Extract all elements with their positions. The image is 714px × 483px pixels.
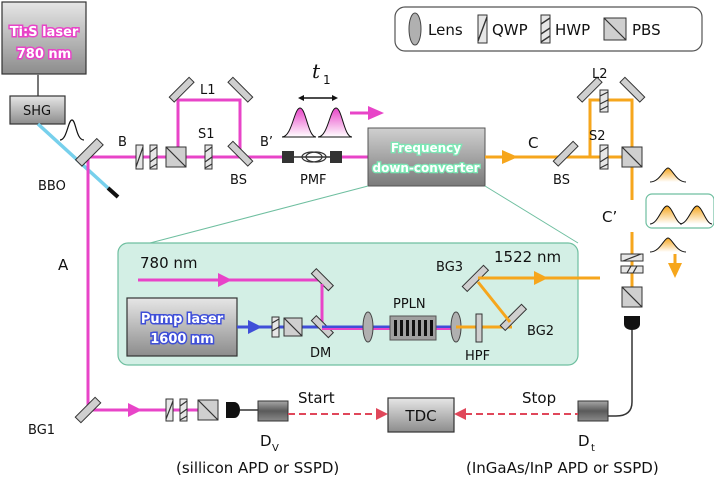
label-PPLN: PPLN	[393, 297, 426, 312]
label-DM: DM	[310, 346, 331, 361]
bbo-label: BBO	[38, 179, 66, 194]
pbs-b	[165, 146, 187, 168]
fiber-coupler-c	[624, 316, 640, 330]
lens-inset-1	[362, 311, 374, 343]
detector-dv	[257, 400, 289, 422]
grating-bg2	[499, 303, 528, 332]
tdc-box: TDC	[387, 397, 455, 433]
ppln-crystal	[389, 315, 437, 341]
legend: Lens QWP HWP PBS	[394, 6, 703, 52]
pmf-fiber	[282, 151, 342, 163]
label-S2: S2	[589, 129, 606, 144]
pbs-a	[197, 399, 219, 421]
dt-subscript: t	[591, 443, 595, 454]
mirror-l2-right	[619, 76, 646, 103]
t1-symbol: t	[312, 59, 321, 83]
label-BG1: BG1	[28, 423, 55, 438]
label-Cprime: C’	[602, 208, 617, 226]
legend-hwp-label: HWP	[555, 21, 590, 39]
pbs-pump	[283, 317, 303, 337]
shg-label: SHG	[23, 104, 51, 119]
hwp-icon	[540, 14, 551, 44]
dt-description: (InGaAs/InP APD or SSPD)	[466, 459, 659, 477]
shg-box: SHG	[9, 95, 66, 125]
label-BG3: BG3	[436, 260, 463, 275]
label-C: C	[528, 134, 538, 152]
label-BS2: BS	[553, 173, 570, 188]
hpf-filter	[475, 313, 483, 343]
hwp-s1	[204, 144, 213, 170]
fiber-coupler-a	[226, 402, 240, 418]
qwp-cp	[620, 253, 644, 262]
mirror-l1-right	[227, 76, 254, 103]
hwp-a	[179, 398, 188, 422]
label-L1: L1	[200, 83, 216, 98]
t1-subscript: 1	[323, 73, 331, 87]
label-A: A	[58, 256, 69, 274]
hwp-pump	[271, 316, 280, 338]
label-Bprime: B’	[260, 135, 273, 150]
frequency-down-converter: Frequency down-converter	[367, 127, 486, 187]
bs-2	[552, 140, 579, 167]
label-S1: S1	[198, 127, 215, 142]
label-PMF: PMF	[300, 173, 327, 188]
pump-laser-box: Pump laser 1600 nm	[126, 297, 238, 357]
pump-laser-line1: Pump laser	[141, 312, 224, 327]
mirror-dm-top	[310, 267, 335, 292]
label-HPF: HPF	[465, 349, 490, 364]
label-BG2: BG2	[527, 324, 554, 339]
label-L2: L2	[592, 67, 608, 82]
pulse-orange-1	[649, 167, 687, 183]
detector-dt	[577, 400, 609, 422]
tis-laser-line1: Ti:S laser	[10, 25, 79, 40]
dv-label: D	[260, 432, 272, 450]
pump-laser-line2: 1600 nm	[150, 332, 214, 347]
grating-bg3	[461, 264, 490, 293]
inset-output-wavelength: 1522 nm	[494, 248, 561, 266]
tdc-label: TDC	[404, 407, 436, 425]
start-label: Start	[298, 389, 335, 407]
tis-laser-line2: 780 nm	[17, 47, 71, 62]
mirror-l1-left	[168, 76, 195, 103]
mirror-l2-left	[576, 76, 603, 103]
dt-label: D	[578, 432, 590, 450]
pulse-pair-magenta	[281, 107, 317, 138]
hwp-l2	[599, 89, 609, 113]
uv-pulse-icon	[59, 119, 85, 141]
pbs-icon	[603, 17, 627, 41]
legend-lens-label: Lens	[428, 21, 463, 39]
converter-line2: down-converter	[372, 161, 479, 175]
label-BS1: BS	[230, 173, 247, 188]
legend-qwp-label: QWP	[492, 21, 528, 39]
dv-description: (sillicon APD or SSPD)	[176, 459, 339, 477]
qwp-icon	[477, 14, 488, 44]
mirror-bg1	[74, 396, 102, 424]
bs-1	[227, 140, 254, 167]
uv-pump-beam	[36, 122, 110, 190]
hwp-cp	[620, 265, 644, 274]
qwp-b	[135, 144, 144, 170]
dv-subscript: V	[272, 443, 279, 454]
legend-pbs-label: PBS	[632, 21, 661, 39]
pbs-cp	[621, 286, 643, 308]
stop-label: Stop	[522, 389, 556, 407]
inset-input-wavelength: 780 nm	[140, 254, 198, 272]
lens-icon	[408, 12, 422, 46]
qwp-a	[165, 398, 174, 422]
tis-laser-box: Ti:S laser 780 nm	[1, 1, 87, 75]
hwp-b	[149, 144, 158, 170]
label-B: B	[118, 135, 127, 150]
bbo-crystal	[74, 137, 104, 167]
converter-line1: Frequency	[391, 141, 461, 155]
pbs-c	[621, 146, 643, 168]
hwp-s2	[599, 144, 609, 170]
